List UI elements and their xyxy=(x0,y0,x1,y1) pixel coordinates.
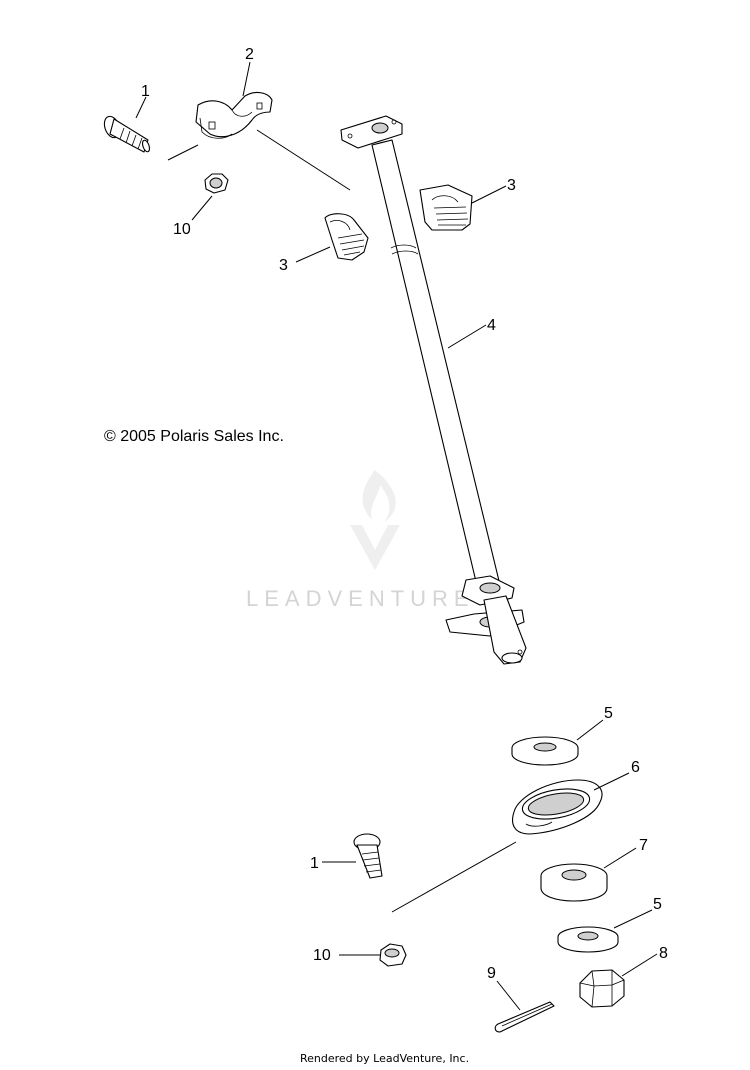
washer-top-part[interactable] xyxy=(511,736,579,766)
bushing-left-part[interactable] xyxy=(324,213,369,261)
callout-cotter-pin: 9 xyxy=(487,965,496,982)
callout-washer-top: 5 xyxy=(604,705,613,722)
watermark-logo xyxy=(350,470,400,570)
callout-bolt-bottom: 1 xyxy=(310,855,319,872)
steering-shaft-part[interactable] xyxy=(340,115,527,665)
cotter-pin-part[interactable] xyxy=(494,1001,555,1033)
callout-nut-bottom: 10 xyxy=(313,947,331,964)
nut-bottom-part[interactable] xyxy=(379,943,407,967)
callout-bearing-plate: 6 xyxy=(631,759,640,776)
nut-top-part[interactable] xyxy=(204,173,229,194)
callout-clamp: 2 xyxy=(245,46,254,63)
bushing-right-part[interactable] xyxy=(419,184,473,231)
bolt-bottom-part[interactable] xyxy=(353,833,383,879)
spacer-part[interactable] xyxy=(540,863,608,902)
callout-bolt-top: 1 xyxy=(141,83,150,100)
callout-washer-bottom: 5 xyxy=(653,896,662,913)
washer-bottom-part[interactable] xyxy=(557,926,619,953)
callout-shaft: 4 xyxy=(487,317,496,334)
callout-nut-top: 10 xyxy=(173,221,191,238)
callout-bushing-right: 3 xyxy=(507,177,516,194)
bolt-top-part[interactable] xyxy=(102,114,151,153)
bearing-plate-part[interactable] xyxy=(512,779,603,835)
callout-spacer: 7 xyxy=(639,837,648,854)
callout-bushing-left: 3 xyxy=(279,257,288,274)
copyright-text: © 2005 Polaris Sales Inc. xyxy=(104,428,284,445)
clamp-part[interactable] xyxy=(195,91,273,139)
callout-castle-nut: 8 xyxy=(659,945,668,962)
footer-credit: Rendered by LeadVenture, Inc. xyxy=(300,1052,469,1065)
castle-nut-part[interactable] xyxy=(579,969,625,1008)
watermark-text: LEADVENTURE xyxy=(246,586,475,611)
